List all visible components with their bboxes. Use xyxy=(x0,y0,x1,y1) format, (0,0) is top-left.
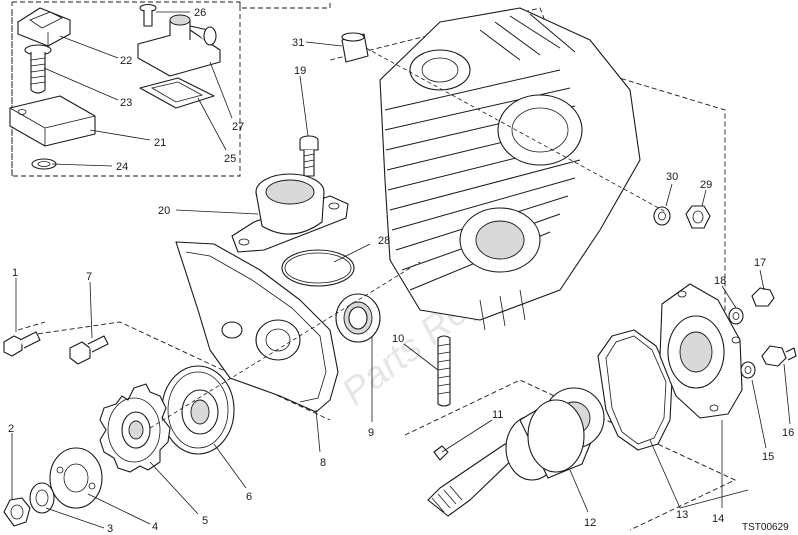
belt-cover xyxy=(175,241,339,413)
part-6-flange xyxy=(161,365,235,455)
label-part-9: 9 xyxy=(368,427,374,439)
group-box-head xyxy=(239,2,331,9)
label-part-27: 27 xyxy=(232,121,244,133)
part-31-spacer xyxy=(341,32,369,63)
label-part-3: 3 xyxy=(107,523,113,535)
part-2-nut xyxy=(3,497,31,527)
label-part-28: 28 xyxy=(378,235,390,247)
part-28-oring xyxy=(281,249,355,287)
label-part-7: 7 xyxy=(86,271,92,283)
label-part-8: 8 xyxy=(320,457,326,469)
label-part-21: 21 xyxy=(154,137,166,149)
leader-lines xyxy=(11,11,791,529)
callout-labels: 1 2 3 4 5 6 7 8 9 10 11 12 13 14 15 16 1… xyxy=(8,7,794,535)
part-18-washer xyxy=(728,307,744,325)
label-part-15: 15 xyxy=(762,451,774,463)
part-23-bolt xyxy=(24,44,52,94)
part-27-fitting xyxy=(137,14,221,77)
label-part-1: 1 xyxy=(12,267,18,279)
part-5-gear xyxy=(99,383,171,473)
label-part-22: 22 xyxy=(120,55,132,67)
part-17-bolt xyxy=(751,287,775,307)
group-box-pulley xyxy=(29,321,331,421)
label-part-4: 4 xyxy=(152,521,158,533)
part-12-camshaft xyxy=(427,387,605,517)
part-15-washer xyxy=(740,361,756,379)
part-20-intake-manifold xyxy=(231,173,349,253)
label-part-18: 18 xyxy=(714,275,726,287)
part-9-seal xyxy=(335,293,381,343)
part-7-bolt xyxy=(69,335,109,365)
part-3-washer xyxy=(29,482,55,514)
label-part-12: 12 xyxy=(584,517,596,529)
label-part-10: 10 xyxy=(392,333,404,345)
label-part-17: 17 xyxy=(754,257,766,269)
part-13-gasket xyxy=(597,329,673,451)
part-10-stud xyxy=(437,335,451,407)
label-part-2: 2 xyxy=(8,423,14,435)
label-part-23: 23 xyxy=(120,97,132,109)
part-22-bracket xyxy=(17,7,71,47)
part-29-nut xyxy=(685,205,711,229)
label-part-19: 19 xyxy=(294,65,306,77)
label-part-31: 31 xyxy=(292,37,304,49)
label-part-6: 6 xyxy=(246,491,252,503)
label-part-11: 11 xyxy=(492,409,503,421)
reference-code: TST00629 xyxy=(742,522,789,533)
label-part-14: 14 xyxy=(712,513,724,525)
part-19-bolt xyxy=(299,135,319,177)
part-26-screw xyxy=(139,3,157,27)
label-part-25: 25 xyxy=(224,153,236,165)
label-part-5: 5 xyxy=(202,515,208,527)
part-11-key xyxy=(433,445,449,461)
part-16-bolt xyxy=(761,345,797,367)
part-30-washer xyxy=(653,206,671,226)
label-part-30: 30 xyxy=(666,171,678,183)
label-part-26: 26 xyxy=(194,7,206,19)
label-part-16: 16 xyxy=(782,427,794,439)
part-1-bolt xyxy=(3,331,41,357)
part-14-cover xyxy=(659,283,743,419)
part-25-gasket xyxy=(139,77,215,109)
part-4-plate xyxy=(49,447,103,509)
label-part-13: 13 xyxy=(676,509,688,521)
label-part-29: 29 xyxy=(700,179,712,191)
part-21-cover xyxy=(9,95,96,147)
label-part-24: 24 xyxy=(116,161,128,173)
cylinder-head xyxy=(379,7,641,331)
label-part-20: 20 xyxy=(158,205,170,217)
